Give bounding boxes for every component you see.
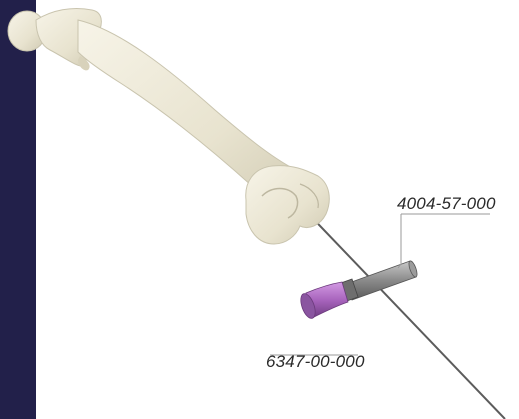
leader-line-guide xyxy=(398,214,401,268)
part-number-drill-guide: 4004-57-000 xyxy=(397,194,496,214)
femur-bone xyxy=(8,8,329,244)
guide-wire xyxy=(300,205,505,419)
part-number-guide-wire: 6347-00-000 xyxy=(266,352,365,372)
